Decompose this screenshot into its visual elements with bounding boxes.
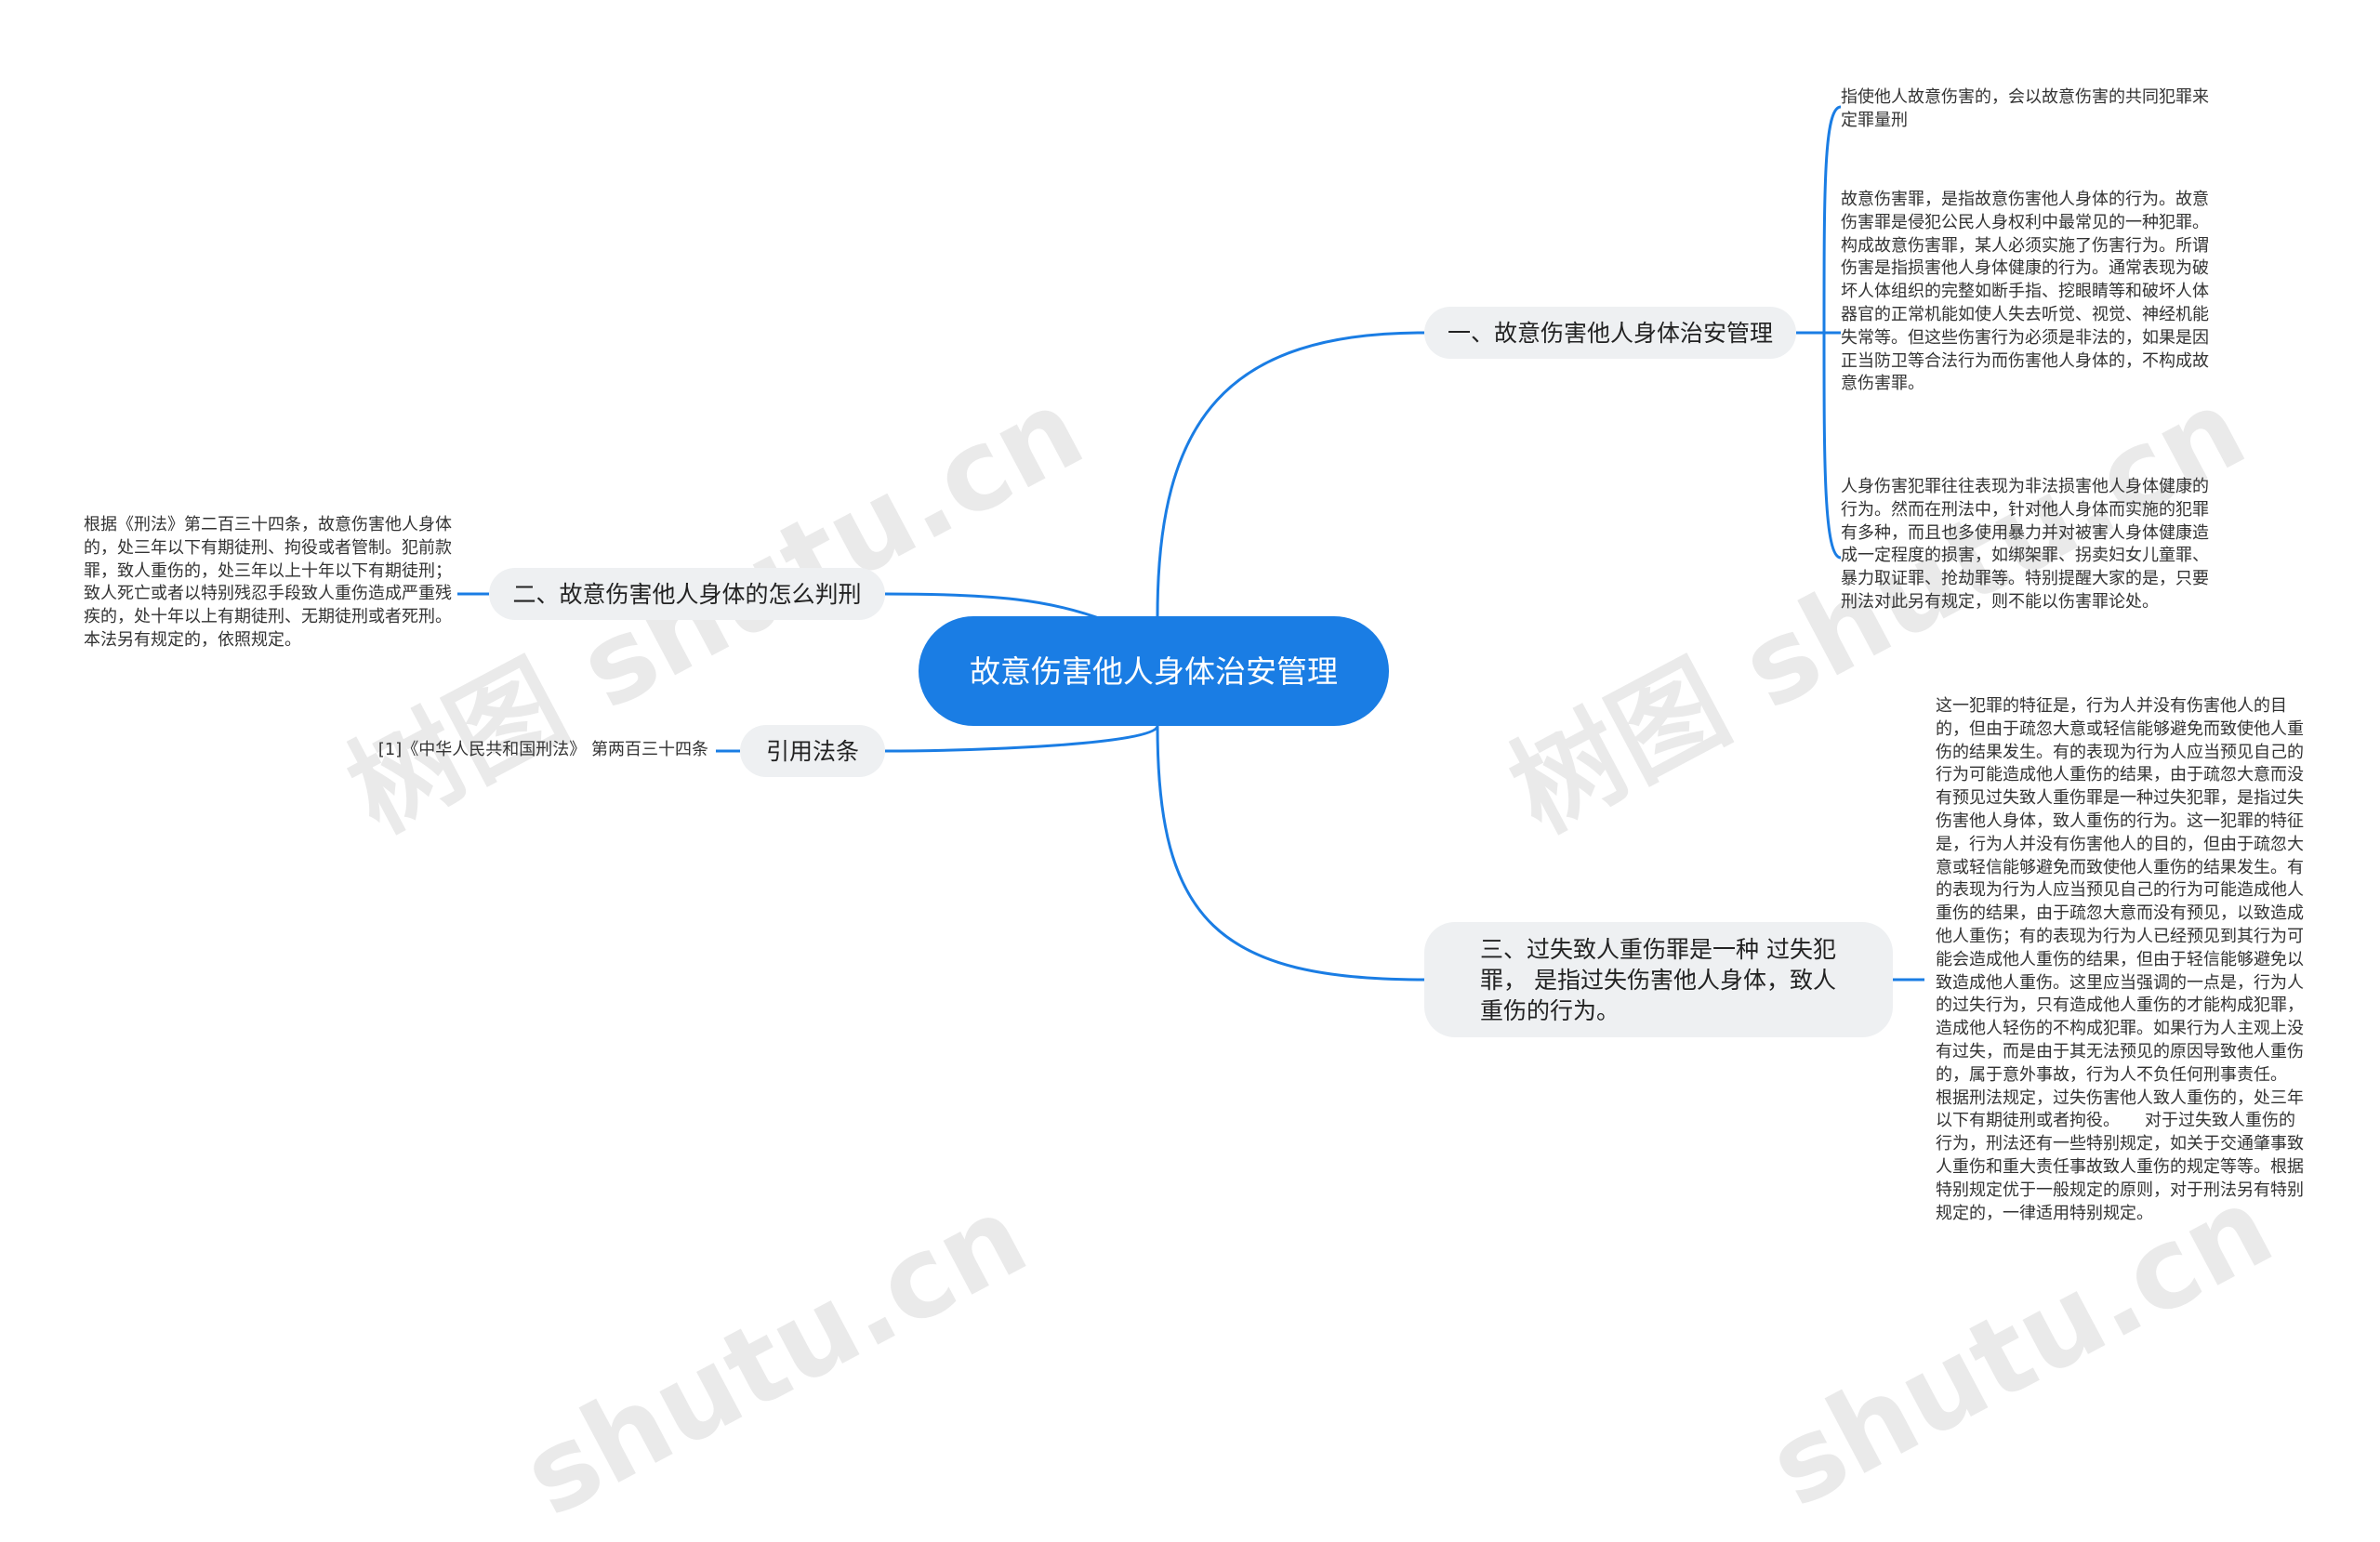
connector-lines xyxy=(457,105,1924,982)
connector-leaf-1 xyxy=(1822,105,1842,334)
connector-root-branch-1 xyxy=(1156,331,1425,617)
mind-map-canvas: 树图 shutu.cn 树图 shutu.cn shutu.cn shutu.c… xyxy=(84,87,2312,1542)
branch-node-1[interactable]: 一、故意伤害他人身体治安管理 xyxy=(1424,307,1796,359)
root-node[interactable]: 故意伤害他人身体治安管理 xyxy=(919,616,1389,726)
branch-node-label: 二、故意伤害他人身体的怎么判刑 xyxy=(512,580,862,608)
leaf-text: 这一犯罪的特征是，行为人并没有伤害他人的目的，但由于疏忽大意或轻信能够避免而致使… xyxy=(1936,696,2312,1223)
connector-root-branch-4 xyxy=(1156,725,1425,982)
connector-leaf-3 xyxy=(1822,332,1842,560)
branch-node-3[interactable]: 引用法条 xyxy=(740,725,885,777)
branch-node-4[interactable]: 三、过失致人重伤罪是一种 过失犯罪， 是指过失伤害他人身体，致人重伤的行为。 xyxy=(1424,922,1893,1037)
leaf-text: 故意伤害罪，是指故意伤害他人身体的行为。故意伤害罪是侵犯公民人身权利中最常见的一… xyxy=(1841,190,2209,394)
branch-node-label: 一、故意伤害他人身体治安管理 xyxy=(1447,319,1773,347)
connector-root-branch-3 xyxy=(884,725,1159,753)
branch-node-2[interactable]: 二、故意伤害他人身体的怎么判刑 xyxy=(489,568,885,620)
branch-node-label: 引用法条 xyxy=(765,737,859,765)
leaf-text: 人身伤害犯罪往往表现为非法损害他人身体健康的行为。然而在刑法中，针对他人身体而实… xyxy=(1841,477,2209,612)
connector-root-branch-2 xyxy=(884,592,1107,623)
branch-node-label: 三、过失致人重伤罪是一种 过失犯罪， 是指过失伤害他人身体，致人重伤的行为。 xyxy=(1480,935,1836,1024)
root-node-label: 故意伤害他人身体治安管理 xyxy=(970,652,1338,690)
leaf-text: [1]《中华人民共和国刑法》 第两百三十四条 xyxy=(377,740,708,759)
leaf-text: 根据《刑法》第二百三十四条，故意伤害他人身体的，处三年以下有期徒刑、拘役或者管制… xyxy=(84,515,452,650)
leaf-text: 指使他人故意伤害的，会以故意伤害的共同犯罪来定罪量刑 xyxy=(1841,87,2209,130)
